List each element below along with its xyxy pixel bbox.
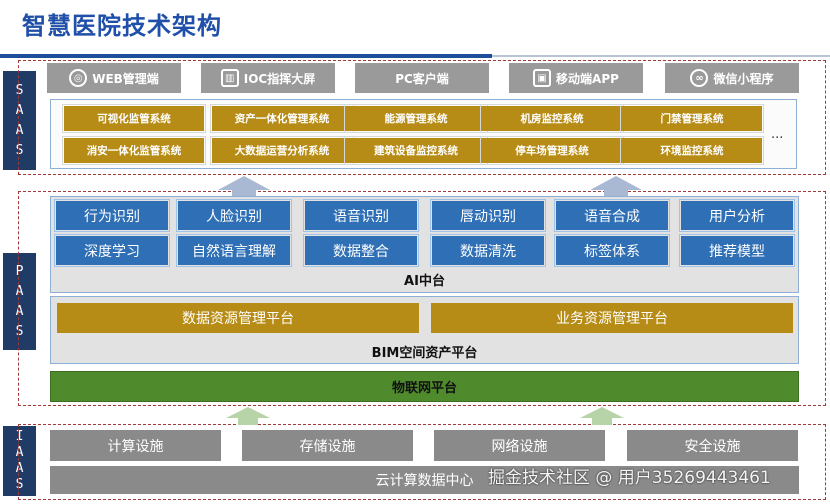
iot-platform[interactable]: 物联网平台 [50,371,799,402]
up-arrow-stem [238,417,258,425]
client-web[interactable]: ◎ WEB管理端 [47,63,181,93]
ai-capability[interactable]: 用户分析 [679,199,795,232]
client-pc[interactable]: PC客户端 [355,63,489,93]
layer-label-saas: S A A S [3,71,36,170]
ai-capability[interactable]: 语音合成 [554,199,670,232]
up-arrow-stem [232,188,256,196]
client-mobile-app[interactable]: ▣ 移动端APP [509,63,643,93]
security-facility[interactable]: 安全设施 [627,430,798,461]
layer-label-paas: P A A S [3,253,36,350]
system-item[interactable]: 门禁管理系统 [620,104,764,133]
ai-capability[interactable]: 行为识别 [54,199,170,232]
client-row: ◎ WEB管理端 ▥ IOC指挥大屏 PC客户端 ▣ 移动端APP ∞ 微信小程… [47,63,799,93]
more-systems-ellipsis: ... [771,127,784,142]
client-wechat-mini-program[interactable]: ∞ 微信小程序 [665,63,799,93]
saas-frame [18,60,826,175]
cloud-data-center[interactable]: 云计算数据中心 [50,466,799,494]
up-arrow-stem [604,188,628,196]
page-title: 智慧医院技术架构 [22,12,222,40]
paas-frame [18,191,826,406]
system-item[interactable]: 消安一体化监管系统 [62,136,206,165]
up-arrow-icon [590,176,642,190]
ai-capability[interactable]: 数据整合 [303,234,419,267]
system-item[interactable]: 环境监控系统 [620,136,764,165]
up-arrow-icon [580,407,624,418]
system-item[interactable]: 资产一体化管理系统 [210,104,354,133]
system-item[interactable]: 停车场管理系统 [480,136,624,165]
ai-capability[interactable]: 深度学习 [54,234,170,267]
title-underline [0,54,492,58]
up-arrow-icon [226,407,270,418]
system-item[interactable]: 能源管理系统 [344,104,488,133]
iaas-frame [18,424,826,500]
ai-capability[interactable]: 语音识别 [303,199,419,232]
system-item[interactable]: 大数据运营分析系统 [210,136,354,165]
ai-capability[interactable]: 自然语言理解 [176,234,292,267]
ai-capability[interactable]: 标签体系 [554,234,670,267]
ai-capability[interactable]: 人脸识别 [176,199,292,232]
ai-platform-box [50,196,799,293]
system-item[interactable]: 可视化监管系统 [62,104,206,133]
client-ioc[interactable]: ▥ IOC指挥大屏 [201,63,335,93]
bar-chart-icon: ▥ [220,69,239,87]
watermark: 掘金技术社区 @ 用户35269443461 [488,468,771,488]
up-arrow-icon [218,176,270,190]
layer-label-iaas: I A A S [3,426,36,496]
business-resource-platform[interactable]: 业务资源管理平台 [431,303,793,333]
network-facility[interactable]: 网络设施 [434,430,605,461]
mini-program-icon: ∞ [690,69,709,87]
ai-platform-label: AI中台 [404,274,445,289]
bim-platform-label: BIM空间资产平台 [371,346,478,361]
globe-icon: ◎ [69,69,88,87]
ai-capability[interactable]: 数据清洗 [430,234,546,267]
system-item[interactable]: 建筑设备监控系统 [344,136,488,165]
up-arrow-stem [592,417,612,425]
system-item[interactable]: 机房监控系统 [480,104,624,133]
title-underline-light [492,55,830,57]
ai-capability[interactable]: 唇动识别 [430,199,546,232]
storage-facility[interactable]: 存储设施 [242,430,413,461]
ai-capability[interactable]: 推荐模型 [679,234,795,267]
app-icon: ▣ [533,69,552,87]
data-resource-platform[interactable]: 数据资源管理平台 [57,303,419,333]
compute-facility[interactable]: 计算设施 [50,430,221,461]
